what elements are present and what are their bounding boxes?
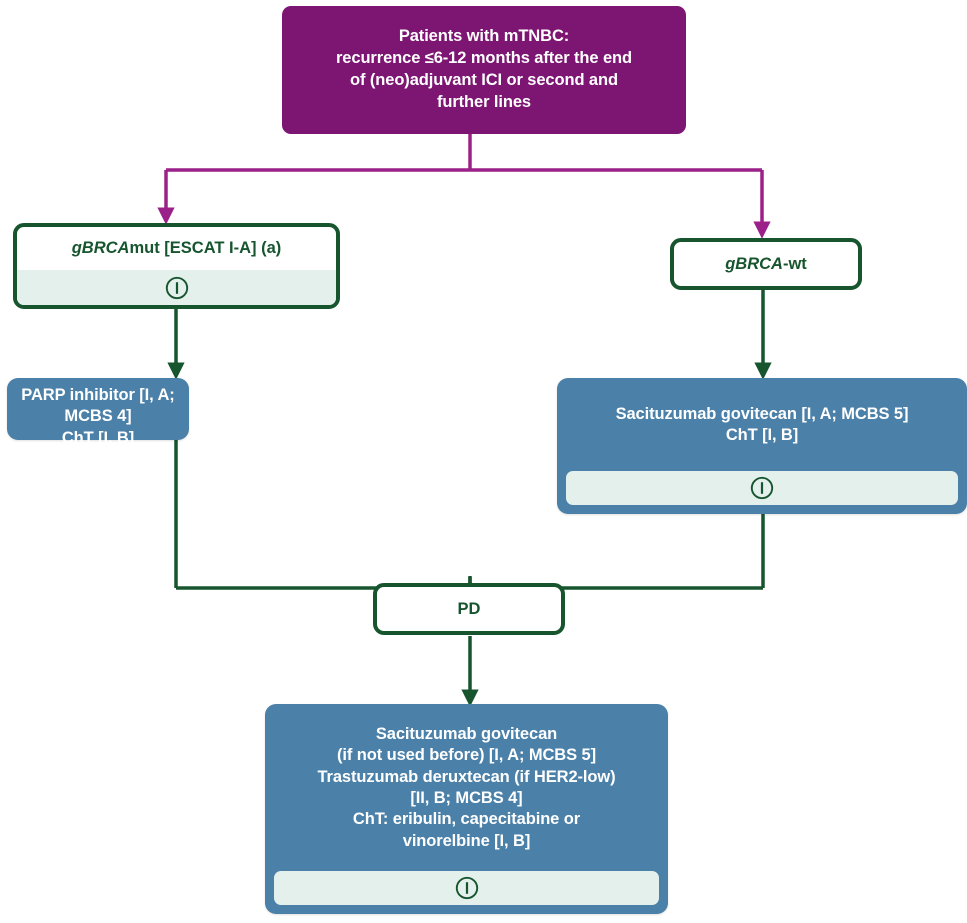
node-sacituzumab-govitecan-first[interactable]: Sacituzumab govitecan [I, A; MCBS 5] ChT… (557, 378, 967, 514)
node-parp-inhibitor[interactable]: PARP inhibitor [I, A; MCBS 4] ChT [I, B] (7, 378, 189, 447)
node-gbrca-mut-body: gBRCAmut [ESCAT I-A] (a) (17, 227, 336, 270)
node-sacituzumab-first-label: Sacituzumab govitecan [I, A; MCBS 5] ChT… (616, 404, 909, 447)
node-progressive-disease[interactable]: PD (373, 583, 565, 635)
parp-line-1: PARP inhibitor [I, A; MCBS 4] (21, 386, 175, 426)
node-later-line-therapy[interactable]: Sacituzumab govitecan (if not used befor… (265, 704, 668, 914)
info-circle-icon[interactable] (164, 275, 190, 301)
node-later-line-therapy-body: Sacituzumab govitecan (if not used befor… (265, 704, 668, 871)
gene-qualifier: -wt (782, 254, 807, 273)
info-strip-gbrca-mut[interactable] (17, 270, 336, 305)
node-later-line-therapy-label: Sacituzumab govitecan (if not used befor… (317, 724, 615, 853)
info-strip-later-line-therapy[interactable] (274, 871, 659, 905)
later-line-6: vinorelbine [I, B] (402, 831, 531, 850)
gene-name-italic: gBRCA (725, 254, 783, 273)
sacituzumab-first-line-1: Sacituzumab govitecan [I, A; MCBS 5] (615, 404, 909, 423)
node-parp-inhibitor-body: PARP inhibitor [I, A; MCBS 4] ChT [I, B] (7, 378, 189, 455)
node-gbrca-wt[interactable]: gBRCA-wt (670, 238, 862, 290)
node-gbrca-mut[interactable]: gBRCAmut [ESCAT I-A] (a) (13, 223, 340, 309)
root-line-1: Patients with mTNBC: (398, 27, 570, 46)
node-progressive-disease-body: PD (377, 587, 561, 631)
node-sacituzumab-first-body: Sacituzumab govitecan [I, A; MCBS 5] ChT… (557, 378, 967, 471)
root-line-4: further lines (436, 92, 532, 111)
later-line-3: Trastuzumab deruxtecan (if HER2-low) (317, 767, 616, 786)
gene-qualifier: mut [ESCAT I-A] (a) (129, 239, 282, 258)
node-parp-inhibitor-label: PARP inhibitor [I, A; MCBS 4] ChT [I, B] (19, 385, 177, 449)
edge-root-split (157, 134, 771, 239)
later-line-1: Sacituzumab govitecan (375, 724, 558, 743)
info-circle-icon[interactable] (749, 475, 775, 501)
sacituzumab-first-line-2: ChT [I, B] (725, 426, 799, 444)
gene-name-italic: gBRCA (71, 239, 130, 258)
info-circle-icon[interactable] (454, 875, 480, 901)
later-line-5: ChT: eribulin, capecitabine or (352, 810, 581, 829)
later-line-4: [II, B; MCBS 4] (410, 789, 523, 807)
node-progressive-disease-label: PD (457, 599, 481, 618)
root-line-3: of (neo)adjuvant ICI or second and (350, 71, 618, 89)
info-strip-sacituzumab-first[interactable] (566, 471, 958, 505)
root-line-2: recurrence ≤6-12 months after the end (335, 49, 633, 68)
node-patients-mtnbc[interactable]: Patients with mTNBC: recurrence ≤6-12 mo… (282, 6, 686, 134)
node-gbrca-wt-body: gBRCA-wt (674, 242, 858, 286)
node-patients-mtnbc-title: Patients with mTNBC: recurrence ≤6-12 mo… (336, 26, 632, 113)
node-gbrca-wt-label: gBRCA-wt (725, 254, 807, 275)
parp-line-2: ChT [I, B] (61, 428, 135, 447)
node-gbrca-mut-label: gBRCAmut [ESCAT I-A] (a) (72, 238, 282, 259)
later-line-2: (if not used before) [I, A; MCBS 5] (337, 746, 596, 765)
